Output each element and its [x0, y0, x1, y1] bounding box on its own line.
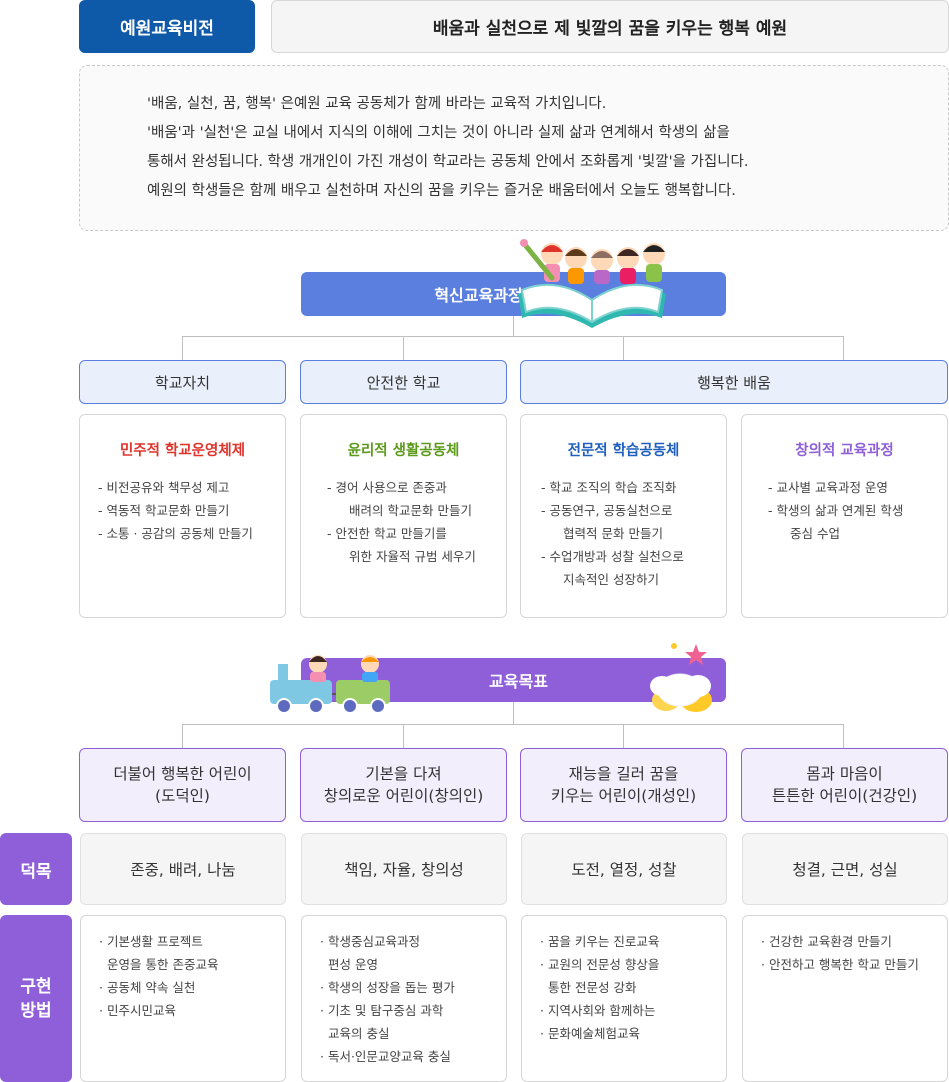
- intro-line: 통해서 완성됩니다. 학생 개개인이 가진 개성이 학교라는 공동체 안에서 조…: [147, 154, 749, 170]
- curriculum-title: 혁신교육과정: [434, 286, 523, 305]
- vision-tag: 예원교육비전: [79, 0, 255, 53]
- method-column-healthy: · 건강한 교육환경 만들기 · 안전하고 행복한 학교 만들기: [742, 915, 948, 1082]
- card-title: 윤리적 생활공동체: [347, 443, 460, 459]
- card-title: 민주적 학교운영체제: [119, 443, 246, 459]
- vision-slogan: 배움과 실천으로 제 빛깔의 꿈을 키우는 행복 예원: [271, 0, 949, 53]
- list-item: - 학교 조직의 학습 조직화: [541, 480, 677, 495]
- intro-line: '배움'과 '실천'은 교실 내에서 지식의 이해에 그치는 것이 아니라 실제…: [147, 125, 730, 141]
- virtue-cell: 도전, 열정, 성찰: [521, 833, 727, 905]
- virtue-cell: 존중, 배려, 나눔: [80, 833, 286, 905]
- virtue-cell: 책임, 자율, 창의성: [301, 833, 507, 905]
- card-title: 창의적 교육과정: [795, 443, 894, 459]
- curriculum-card-democratic: 민주적 학교운영체제 - 비전공유와 책무성 제고 - 역동적 학교문화 만들기…: [79, 414, 286, 618]
- list-item: - 소통 · 공감의 공동체 만들기: [98, 526, 253, 541]
- list-item: · 독서·인문교양교육 충실: [320, 1049, 451, 1064]
- virtue-cell: 청결, 근면, 성실: [742, 833, 948, 905]
- list-item: · 공동체 약속 실천: [99, 980, 196, 995]
- intro-line: 예원의 학생들은 함께 배우고 실천하며 자신의 꿈을 키우는 즐거운 배움터에…: [147, 183, 736, 199]
- toy-train-children-icon: [270, 655, 390, 714]
- category-happy-learning: 행복한 배움: [520, 360, 948, 404]
- list-item: · 꿈을 키우는 진로교육: [540, 934, 660, 949]
- goals-title: 교육목표: [489, 672, 548, 691]
- list-item: - 역동적 학교문화 만들기: [98, 503, 230, 518]
- list-item: - 비전공유와 책무성 제고: [98, 480, 230, 495]
- intro-line: '배움, 실천, 꿈, 행복' 은예원 교육 공동체가 함께 바라는 교육적 가…: [147, 96, 607, 112]
- list-item: · 건강한 교육환경 만들기: [761, 934, 892, 949]
- list-item: · 학생의 성장을 돕는 평가: [320, 980, 455, 995]
- virtues-label: 덕목: [0, 833, 72, 905]
- goal-moral: 더불어 행복한 어린이(도덕인): [79, 748, 286, 822]
- list-item: · 안전하고 행복한 학교 만들기: [761, 957, 919, 972]
- cloud-star-icon: [650, 643, 712, 712]
- card-title: 전문적 학습공동체: [567, 443, 680, 459]
- list-item: - 교사별 교육과정 운영: [768, 480, 888, 495]
- book-with-children-icon: [518, 239, 666, 328]
- category-safe-school: 안전한 학교: [300, 360, 507, 404]
- list-item: · 민주시민교육: [99, 1003, 176, 1018]
- list-item: · 문화예술체험교육: [540, 1026, 640, 1041]
- curriculum-card-professional: 전문적 학습공동체 - 학교 조직의 학습 조직화 - 공동연구, 공동실천으로…: [520, 414, 727, 618]
- list-item: · 지역사회와 함께하는: [540, 1003, 656, 1018]
- vision-intro: '배움, 실천, 꿈, 행복' 은예원 교육 공동체가 함께 바라는 교육적 가…: [79, 65, 949, 231]
- category-school-autonomy: 학교자치: [79, 360, 286, 404]
